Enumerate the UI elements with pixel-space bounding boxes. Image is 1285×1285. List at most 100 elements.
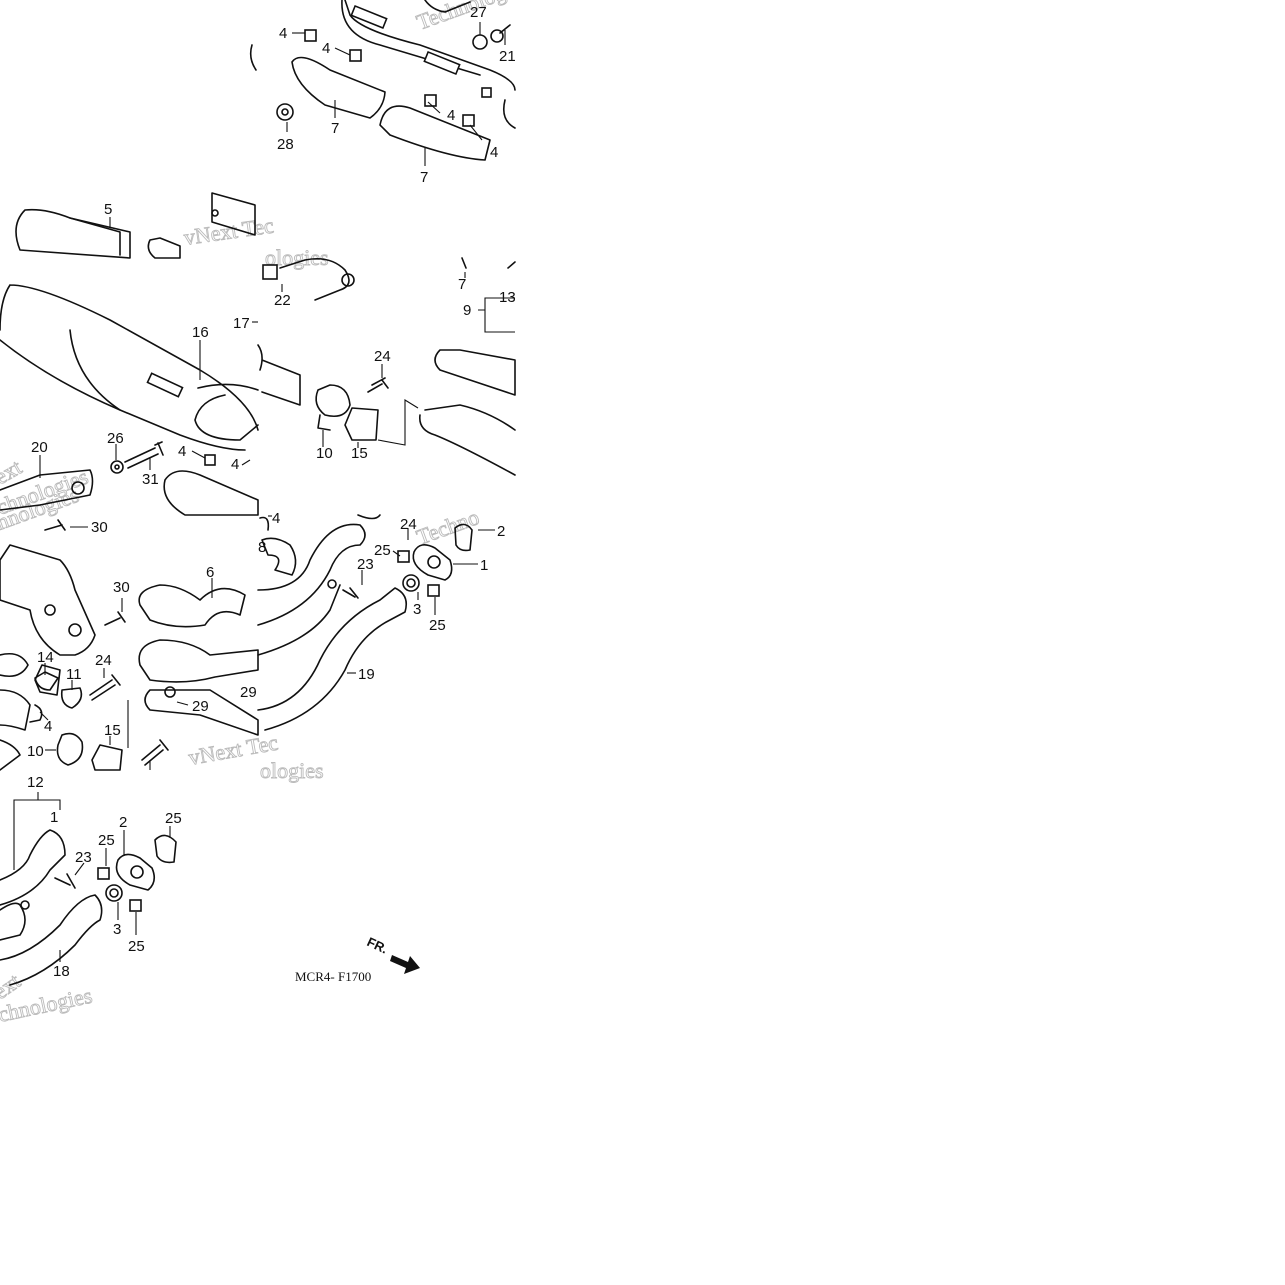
stud-nut — [97, 867, 110, 880]
part-callout: 3 — [113, 921, 121, 938]
part-callout: 10 — [316, 445, 333, 462]
exhaust-flange — [412, 544, 453, 581]
part-callout: 15 — [351, 445, 368, 462]
leader-line — [392, 550, 401, 557]
part-callout: 19 — [358, 666, 375, 683]
front-direction-indicator: FR. — [365, 934, 420, 974]
part-callout: 13 — [499, 289, 516, 306]
part-callout: 6 — [206, 564, 214, 581]
part-callout: 3 — [413, 601, 421, 618]
stay-bracket — [0, 469, 94, 511]
grommet — [204, 454, 216, 466]
part-callout: 20 — [31, 439, 48, 456]
connector-pipe-bottom — [418, 414, 516, 476]
bolt — [342, 587, 359, 599]
part-callout: 10 — [27, 743, 44, 760]
pipe-nut — [164, 686, 176, 698]
bolt — [54, 873, 76, 889]
grommet — [304, 29, 317, 42]
bolt — [44, 519, 66, 531]
part-callout: 27 — [470, 4, 487, 21]
part-callout: 1 — [50, 809, 58, 826]
part-callout: 24 — [400, 516, 417, 533]
leader-line — [334, 47, 351, 56]
washer-inner — [114, 464, 120, 470]
hanger-bracket-strip — [69, 217, 121, 256]
part-callout: 29 — [192, 698, 209, 715]
part-callout: 23 — [75, 849, 92, 866]
clamp-bolt — [141, 739, 169, 766]
grommet — [481, 87, 492, 98]
nut — [276, 103, 294, 121]
part-callout: 8 — [258, 539, 266, 556]
part-callout: 4 — [231, 456, 239, 473]
bracket-leader — [13, 792, 61, 870]
leader-line — [74, 862, 85, 876]
nameplate — [350, 4, 388, 30]
connector-pipe-outline — [424, 404, 516, 431]
joint-clamp-group: 22 17 24 10 15 7 9 13 — [233, 257, 516, 476]
part-callout: 11 — [66, 666, 82, 683]
part-callout: 18 — [53, 963, 70, 980]
fr-label: FR. — [365, 934, 390, 956]
gasket-sleeve — [34, 664, 61, 696]
pipe-collar — [454, 523, 473, 552]
leader-line — [176, 701, 189, 706]
pipe-bracket — [0, 902, 26, 941]
front-exhaust-pipe — [257, 523, 366, 626]
exhaust-pipe — [138, 584, 246, 628]
bracket-leader — [478, 297, 515, 333]
part-callout: 9 — [463, 302, 471, 319]
upper-muffler-body — [344, 0, 516, 91]
pipe-collar — [154, 834, 177, 864]
part-callout: 24 — [95, 652, 112, 669]
part-callout: 23 — [357, 556, 374, 573]
exhaust-gasket-inner — [109, 888, 119, 898]
clamp-ring — [29, 704, 43, 723]
clamp-bolt — [367, 377, 389, 393]
clamp-bolt — [89, 674, 121, 701]
grommet — [462, 114, 475, 127]
gasket-sleeve — [91, 744, 123, 771]
heat-shield — [291, 56, 386, 119]
watermark: ologies — [260, 758, 324, 783]
watermark: vNext Tec — [182, 213, 275, 250]
part-callout: 7 — [331, 120, 339, 137]
stay-hole — [71, 481, 85, 495]
part-callout: 5 — [104, 201, 112, 218]
leader-line — [39, 711, 49, 721]
pipe-clamp — [60, 687, 83, 709]
watermark: ext — [0, 454, 26, 489]
upper-muffler-outline — [341, 0, 481, 76]
front-pipe-group: 4 23 19 24 25 1 2 3 25 8 — [257, 510, 505, 731]
stud-nut — [397, 550, 410, 563]
muffler-shell-line — [69, 329, 121, 411]
part-callout: 4 — [447, 107, 455, 124]
stud-nut — [427, 584, 440, 597]
nut — [262, 264, 278, 280]
bracket-leader — [377, 399, 419, 446]
lower-pipe-group: 12 1 18 23 25 2 25 3 25 — [0, 774, 182, 986]
upper-muffler-end — [502, 99, 516, 129]
part-callout: 15 — [104, 722, 121, 739]
upper-pipe-end — [357, 514, 381, 520]
lower-exhaust-pipe-18 — [0, 894, 103, 986]
exhaust-gasket-inner — [406, 578, 416, 588]
part-callout: 30 — [113, 579, 130, 596]
part-callout: 25 — [374, 542, 391, 559]
muffler-hanger-clip — [249, 44, 257, 71]
part-callout: 31 — [142, 471, 159, 488]
pipe-band — [261, 537, 297, 576]
exhaust-stay — [0, 544, 96, 656]
stub-pipe — [147, 237, 181, 259]
washer — [110, 460, 124, 474]
stud-nut — [129, 899, 142, 912]
main-muffler-body — [0, 284, 259, 431]
heat-shield — [379, 105, 491, 161]
exhaust-gasket — [105, 884, 123, 902]
part-callout: 7 — [458, 276, 466, 293]
muffler-left-group: 5 16 20 26 31 4 4 — [0, 192, 259, 516]
part-callout: 28 — [277, 136, 294, 153]
pipe-clamp — [315, 384, 351, 418]
leader-line — [427, 101, 441, 114]
